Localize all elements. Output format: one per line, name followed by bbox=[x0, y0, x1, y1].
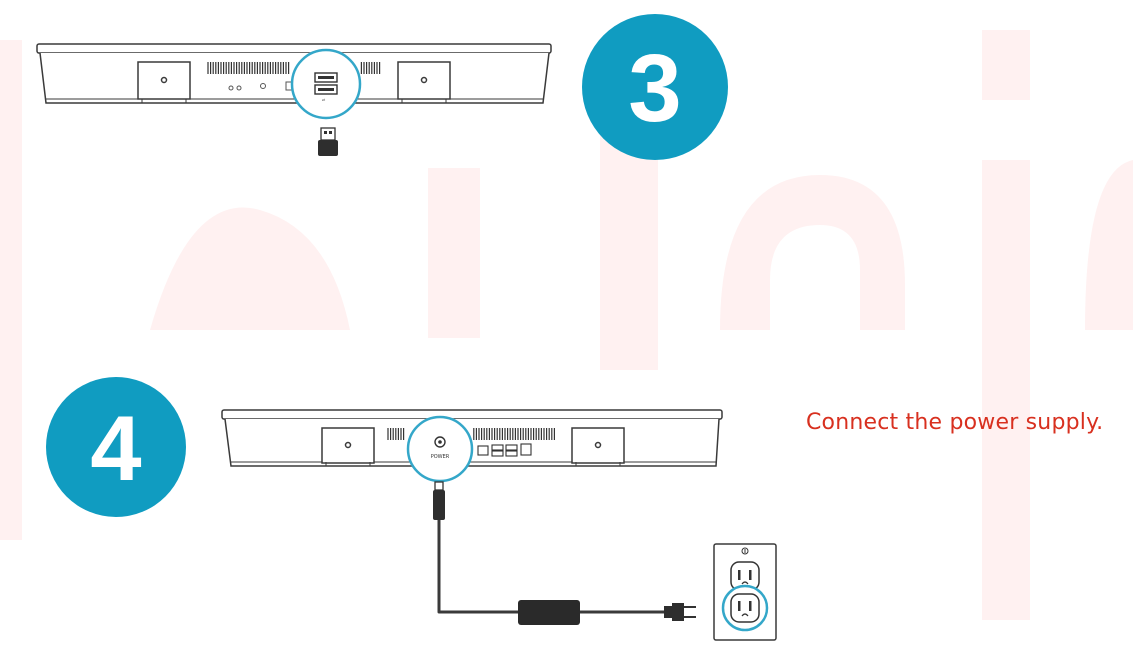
step-3-badge: 3 bbox=[582, 14, 728, 160]
step-4-caption: Connect the power supply. bbox=[806, 410, 1104, 435]
ac-plug bbox=[664, 603, 696, 621]
step-4-badge: 4 bbox=[46, 377, 186, 517]
step-3-number: 3 bbox=[628, 35, 681, 142]
step-3-illustration: ⇌ 3 bbox=[36, 14, 728, 160]
power-cable bbox=[437, 520, 665, 614]
step-4-illustration: 4 POWER bbox=[46, 377, 777, 641]
wall-outlet-icon bbox=[713, 543, 777, 641]
power-brick-icon bbox=[518, 600, 580, 625]
rear-ports bbox=[477, 443, 532, 457]
power-port-callout: POWER bbox=[406, 415, 474, 483]
usb-port-callout: ⇌ bbox=[290, 48, 362, 120]
svg-text:⇌: ⇌ bbox=[322, 97, 326, 102]
step-4-number: 4 bbox=[90, 398, 141, 500]
dc-plug bbox=[433, 481, 445, 520]
vent-grille-bottom bbox=[387, 428, 556, 440]
usb-receiver-icon bbox=[318, 127, 338, 156]
power-port-label: POWER bbox=[431, 454, 450, 460]
vent-grille-top bbox=[207, 62, 381, 74]
background-watermark bbox=[0, 30, 1133, 620]
